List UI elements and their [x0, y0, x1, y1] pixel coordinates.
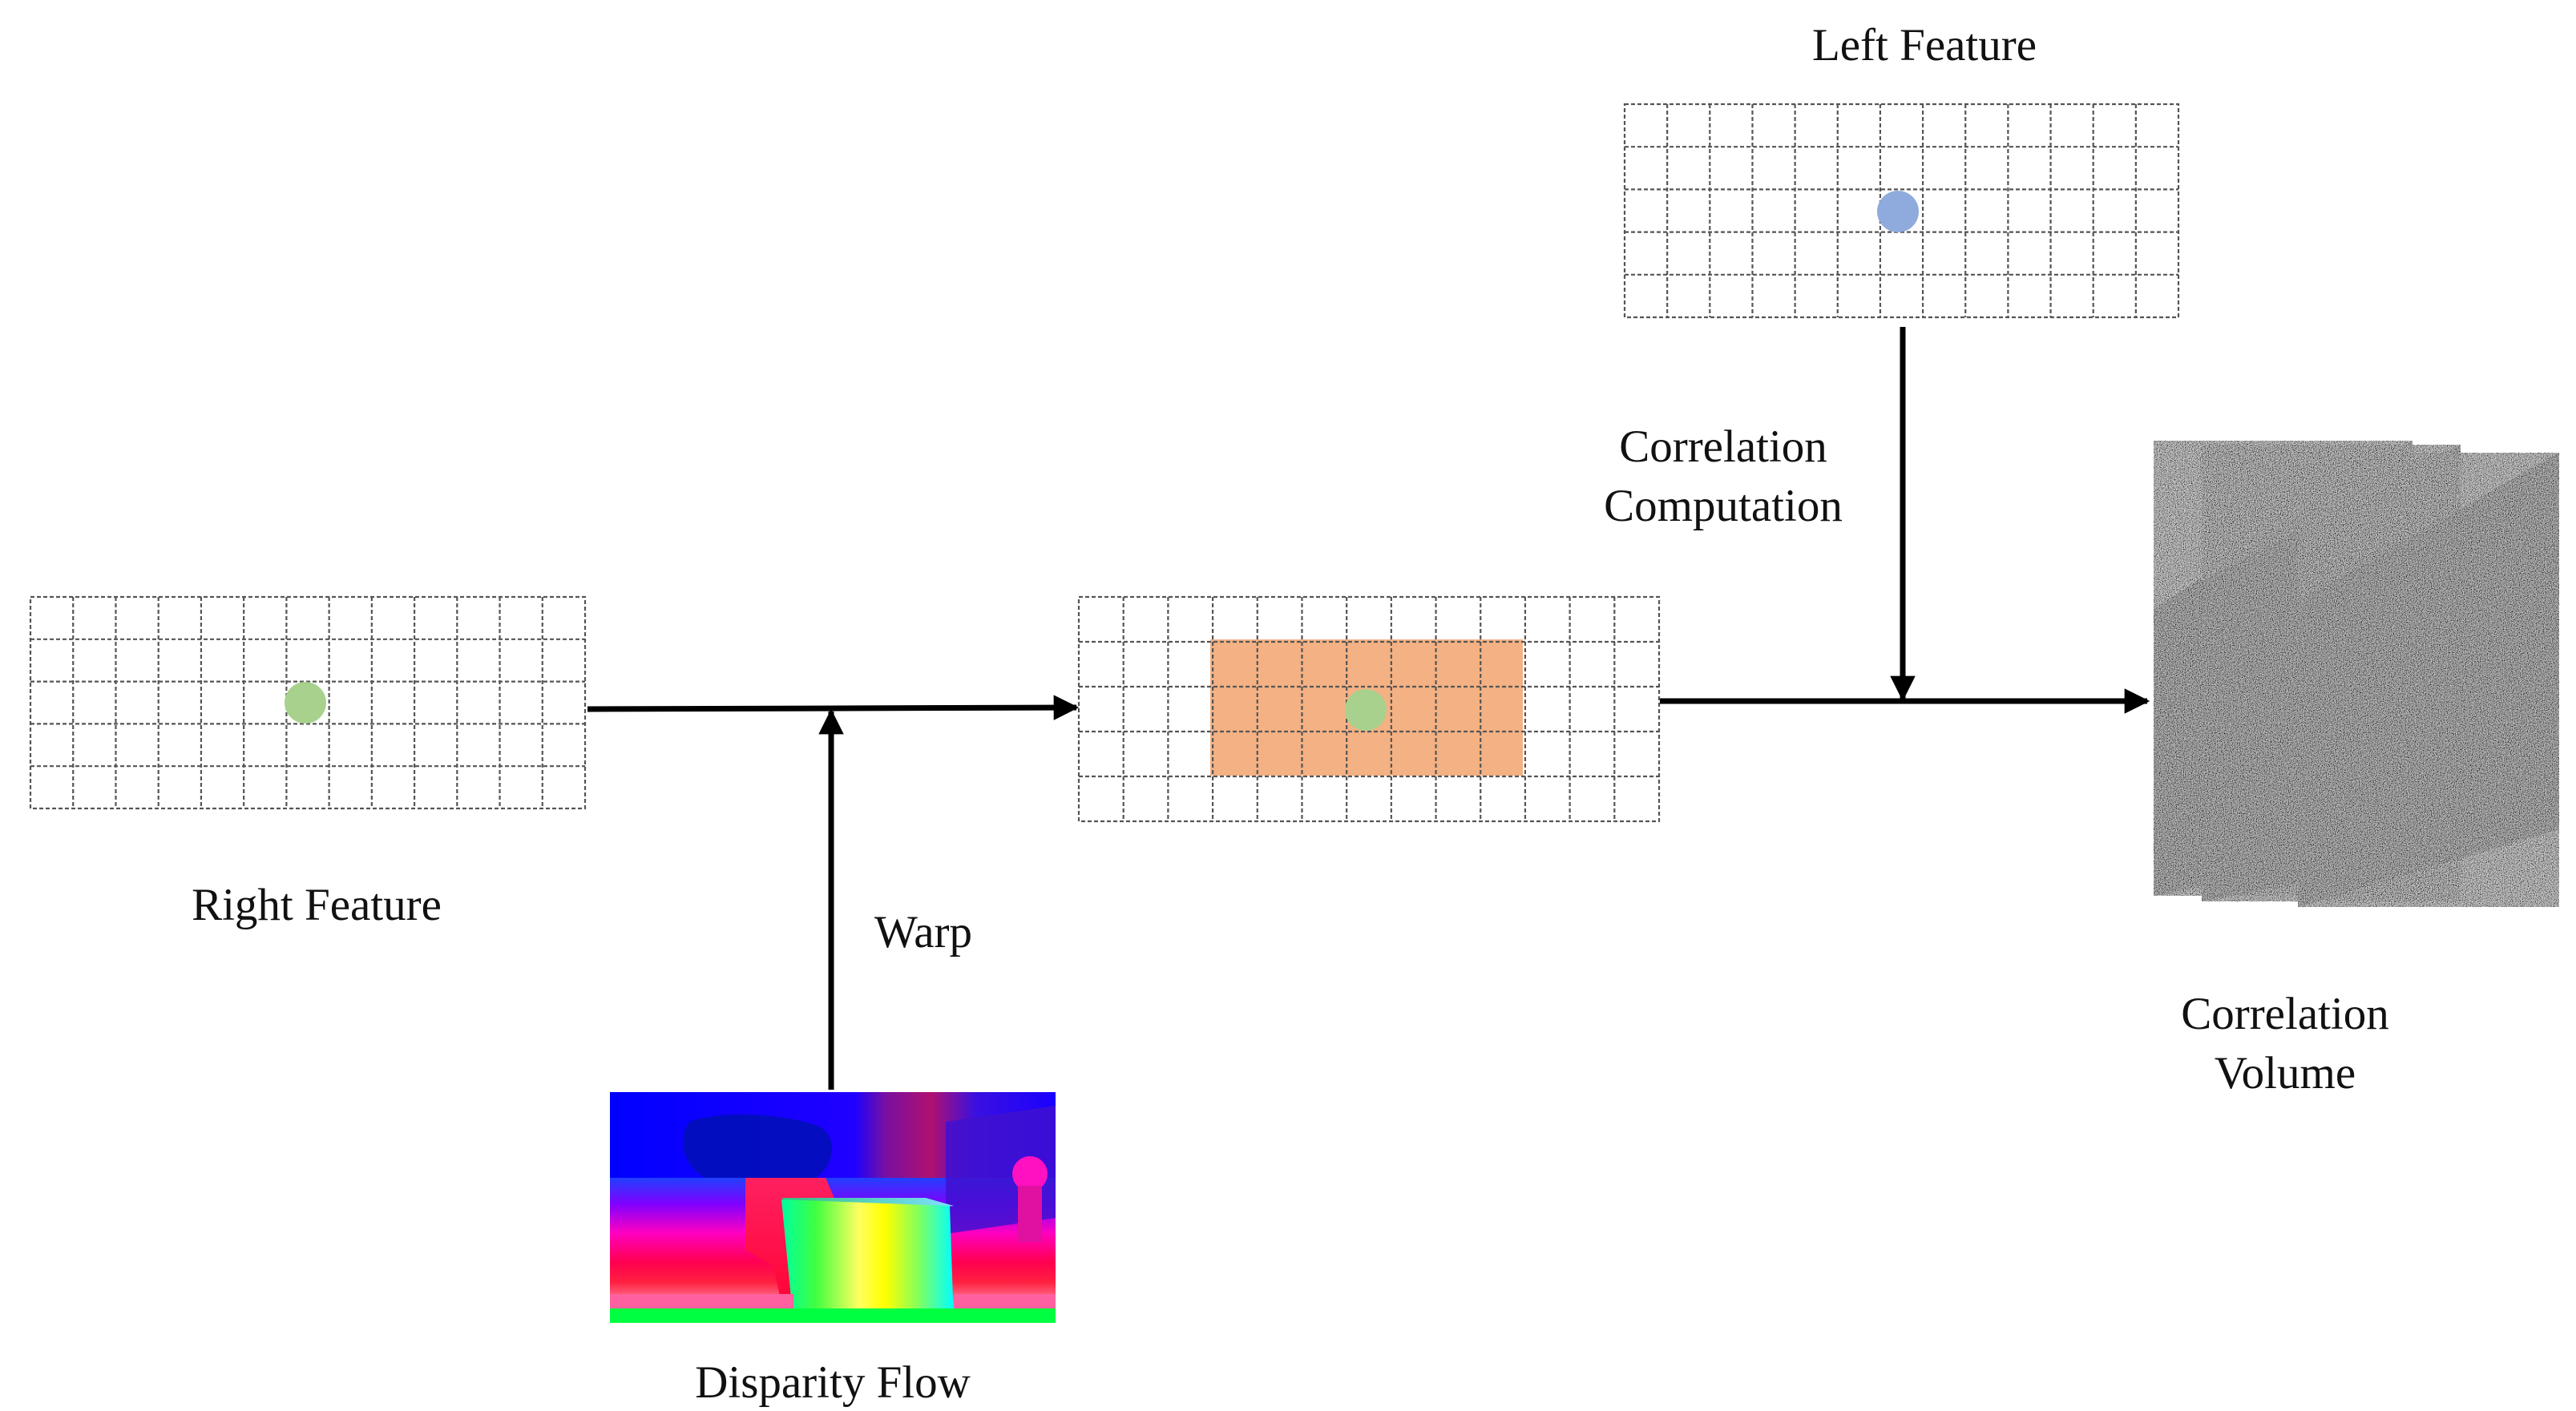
warped-feature-grid: [1077, 595, 1661, 823]
disparity-map-image: [610, 1092, 1056, 1323]
left-feature-point: [1877, 191, 1919, 232]
correlation-slice-front: [2298, 453, 2559, 907]
right-feature-grid: [29, 595, 587, 810]
right-feature-label: Right Feature: [192, 880, 442, 930]
warp-label: Warp: [874, 907, 972, 957]
warp-arrow: [587, 695, 1080, 720]
correlation-volume-label-line2: Volume: [2215, 1048, 2356, 1099]
correlation-volume-label-line1: Correlation: [2181, 989, 2389, 1039]
noise-volume-image: [2154, 441, 2559, 907]
left-feature-grid: [1623, 103, 2180, 319]
grid-border: [29, 595, 587, 810]
correlation-computation-label-line2: Computation: [1604, 481, 1843, 531]
disparity-flow-label: Disparity Flow: [695, 1357, 971, 1408]
left-feature-label: Left Feature: [1812, 20, 2037, 71]
grid-border: [1623, 103, 2180, 319]
warped-feature-point: [1345, 689, 1387, 731]
right-feature-point: [285, 682, 326, 724]
correlation-computation-label-line1: Correlation: [1619, 421, 1827, 472]
